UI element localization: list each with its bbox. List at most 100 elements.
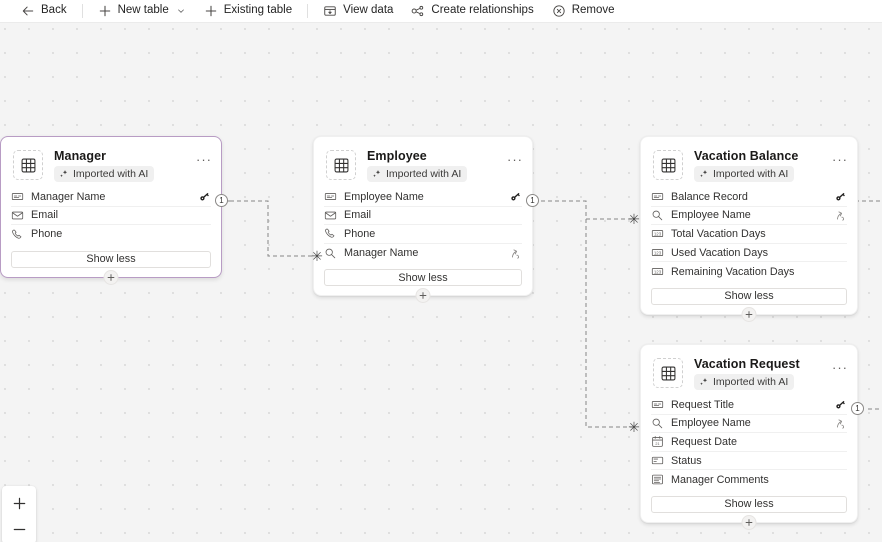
field-row[interactable]: Balance Record [651,188,847,207]
text-field-icon [651,190,664,203]
table-grid-icon [653,150,683,180]
connector-manager-employee [230,200,318,257]
field-row[interactable]: Employee Name [324,188,522,207]
show-less-button[interactable]: Show less [651,287,847,305]
toolbar-separator [81,4,83,18]
field-row[interactable]: Manager Name [324,244,522,263]
show-less-button[interactable]: Show less [324,269,522,287]
cardinality-many-vacation-balance: ✳ [628,211,640,227]
field-row[interactable]: Status [651,452,847,471]
field-row[interactable]: 123 Total Vacation Days [651,225,847,244]
field-name: Total Vacation Days [671,227,766,240]
toolbar-existing-table-label: Existing table [223,4,293,17]
toolbar-new-table-button[interactable]: New table [89,0,195,22]
toolbar-separator [307,4,309,18]
text-field-icon [324,190,337,203]
primary-key-icon [198,190,211,203]
show-less-button[interactable]: Show less [651,495,847,513]
number-field-icon: 123 [651,265,664,278]
field-row[interactable]: Email [11,207,211,226]
text-field-icon [11,190,24,203]
phone-field-icon [11,228,24,241]
table-card-more-options-button[interactable]: ··· [832,359,848,375]
field-row[interactable]: Phone [11,225,211,244]
toolbar-back-button[interactable]: Back [12,0,76,22]
chevron-down-icon [176,6,186,16]
lookup-icon [834,417,847,430]
relationships-icon [411,4,425,18]
add-field-button[interactable] [741,306,757,322]
add-field-button[interactable] [415,288,431,304]
imported-with-ai-badge: Imported with AI [367,166,468,182]
toolbar-view-data-button[interactable]: View data [314,0,402,22]
lookup-field-icon [651,209,664,222]
primary-key-icon [834,190,847,203]
table-grid-icon [653,358,683,388]
table-title: Vacation Balance [694,149,799,163]
plus-icon [204,4,218,18]
imported-with-ai-label: Imported with AI [713,376,789,388]
field-name: Employee Name [671,417,751,430]
command-toolbar: Back New table Existing table View data Crea… [0,0,882,23]
view-data-icon [323,4,337,18]
email-field-icon [11,209,24,222]
imported-with-ai-label: Imported with AI [713,168,789,180]
remove-circle-icon [552,4,566,18]
lookup-icon [834,209,847,222]
arrow-left-icon [21,4,35,18]
field-name: Balance Record [671,190,748,203]
field-name: Manager Name [344,247,419,260]
svg-text:21: 21 [655,442,659,446]
toolbar-back-label: Back [41,4,67,17]
ai-sparkle-icon [372,169,382,179]
field-row[interactable]: Employee Name [651,207,847,226]
field-row[interactable]: Employee Name [651,415,847,434]
zoom-in-button[interactable] [2,490,36,516]
number-field-icon: 123 [651,227,664,240]
field-name: Employee Name [671,209,751,222]
plus-icon [98,4,112,18]
field-row[interactable]: Manager Comments [651,470,847,489]
field-row[interactable]: Phone [324,225,522,244]
field-name: Manager Name [31,190,106,203]
table-card-more-options-button[interactable]: ··· [507,151,523,167]
field-name: Request Title [671,398,735,411]
number-field-icon: 123 [651,246,664,259]
table-grid-icon [13,150,43,180]
table-title: Vacation Request [694,357,800,371]
field-row[interactable]: Request Title [651,396,847,415]
toolbar-create-relationships-button[interactable]: Create relationships [402,0,542,22]
field-name: Phone [31,228,63,241]
field-row[interactable]: Manager Name [11,188,211,207]
toolbar-create-relationships-label: Create relationships [431,4,534,17]
toolbar-view-data-label: View data [343,4,394,17]
toolbar-existing-table-button[interactable]: Existing table [195,0,301,22]
primary-key-icon [509,190,522,203]
add-field-button[interactable] [103,269,119,285]
field-row[interactable]: Email [324,207,522,226]
show-less-button[interactable]: Show less [11,250,211,268]
field-name: Phone [344,227,376,240]
table-title: Employee [367,149,427,163]
table-card-more-options-button[interactable]: ··· [832,151,848,167]
imported-with-ai-badge: Imported with AI [694,374,795,390]
svg-text:123: 123 [654,232,662,237]
lookup-icon [509,247,522,260]
add-field-button[interactable] [741,514,757,530]
toolbar-remove-button[interactable]: Remove [543,0,624,22]
zoom-out-button[interactable] [2,516,36,542]
table-card-more-options-button[interactable]: ··· [196,151,212,167]
